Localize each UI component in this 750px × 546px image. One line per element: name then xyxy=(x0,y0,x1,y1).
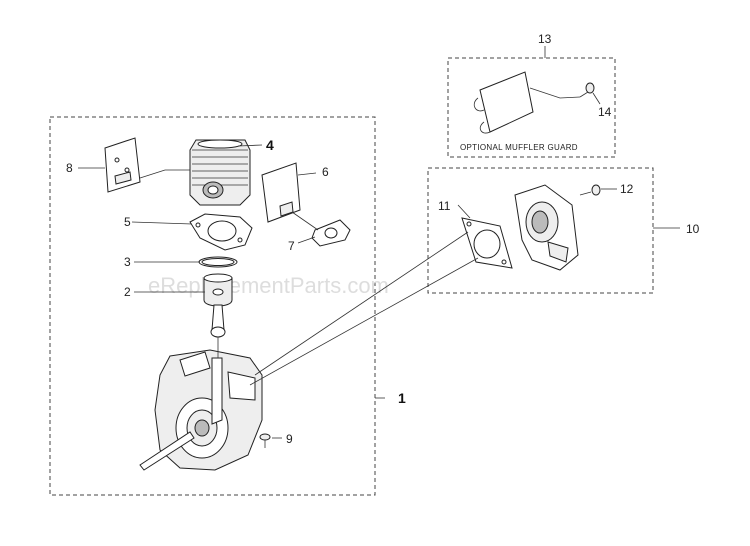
callout-13: 13 xyxy=(538,32,552,46)
callout-6: 6 xyxy=(322,165,329,179)
callout-7: 7 xyxy=(288,239,295,253)
part-4-cylinder xyxy=(189,139,251,206)
part-14-screw xyxy=(579,82,595,98)
callout-8: 8 xyxy=(66,161,73,175)
part-13-muffler-guard xyxy=(473,71,534,134)
muffler-guard-caption: OPTIONAL MUFFLER GUARD xyxy=(460,143,578,152)
part-5-gasket xyxy=(189,213,253,251)
callout-12: 12 xyxy=(620,182,634,196)
callout-4: 4 xyxy=(266,137,274,153)
callout-9: 9 xyxy=(286,432,293,446)
part-9-screw xyxy=(259,433,271,448)
callout-3: 3 xyxy=(124,255,131,269)
part-10-muffler xyxy=(514,184,579,271)
leader-lines xyxy=(78,46,680,439)
callout-2: 2 xyxy=(124,285,131,299)
group-box-10 xyxy=(427,167,654,294)
part-8-plate xyxy=(104,137,141,193)
watermark: eReplacementParts.com xyxy=(148,273,389,298)
callout-14: 14 xyxy=(598,105,612,119)
callout-10: 10 xyxy=(686,222,700,236)
callout-1: 1 xyxy=(398,390,406,406)
part-11-gasket xyxy=(461,217,513,269)
part-12-screw xyxy=(579,184,601,196)
callout-11: 11 xyxy=(438,199,451,213)
part-7-gasket xyxy=(311,219,351,247)
group-box-1 xyxy=(49,116,376,496)
callout-5: 5 xyxy=(124,215,131,229)
part-1-crankcase xyxy=(139,349,263,471)
part-2-piston xyxy=(203,273,233,338)
part-6-plate xyxy=(261,162,301,223)
part-3-piston-ring xyxy=(198,256,238,268)
